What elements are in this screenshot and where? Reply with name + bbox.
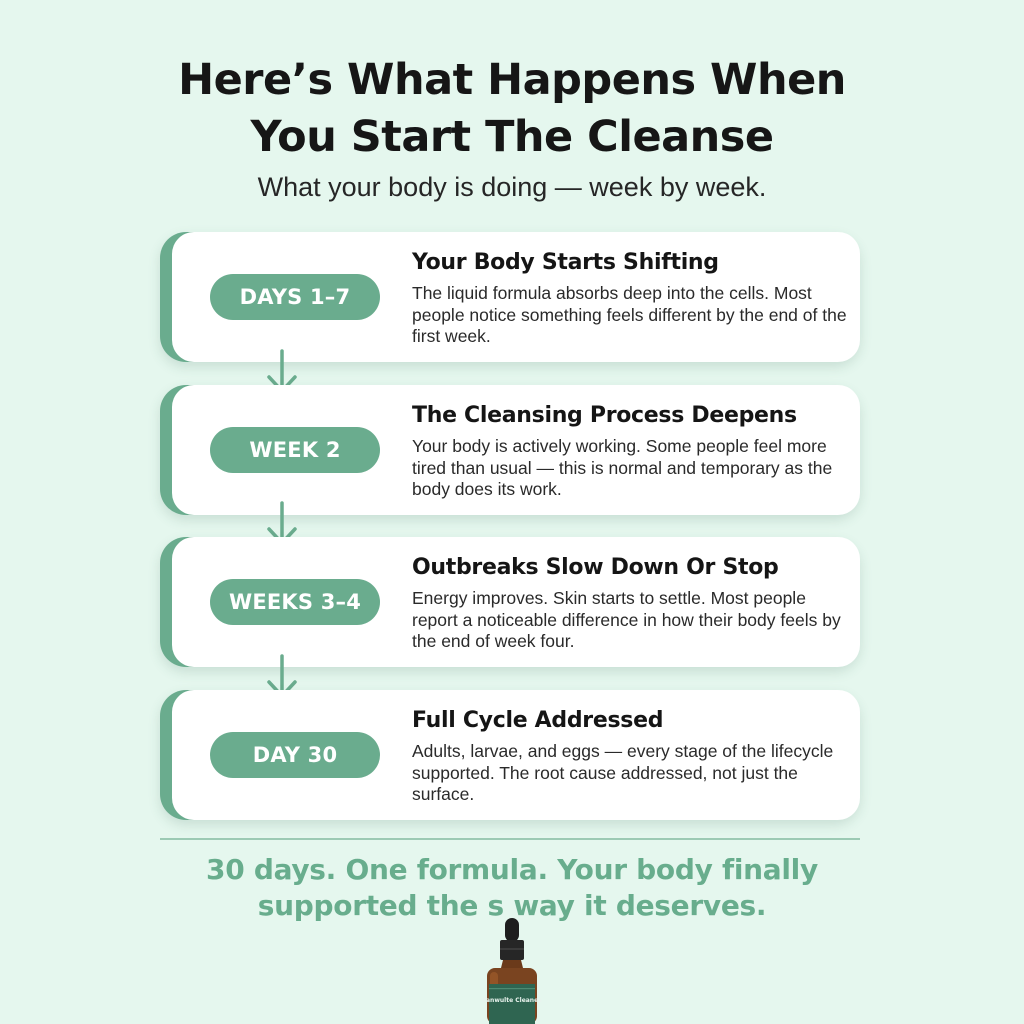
tagline-line-1: 30 days. One formula. Your body finally — [206, 853, 818, 886]
timeline-card: WEEK 2 The Cleansing Process Deepens You… — [172, 385, 860, 515]
timeline-title: Outbreaks Slow Down Or Stop — [412, 555, 779, 580]
timeline-card: WEEKS 3–4 Outbreaks Slow Down Or Stop En… — [172, 537, 860, 667]
dropper-bottle-icon: Fanwulte Cleanes — [482, 918, 542, 1024]
timeline-card: DAY 30 Full Cycle Addressed Adults, larv… — [172, 690, 860, 820]
timeline-step-week-2: WEEK 2 The Cleansing Process Deepens You… — [160, 385, 860, 515]
timeline-step-day-30: DAY 30 Full Cycle Addressed Adults, larv… — [160, 690, 860, 820]
timeline-title: The Cleansing Process Deepens — [412, 403, 797, 428]
timeline-badge: DAY 30 — [210, 732, 380, 778]
timeline-description: Adults, larvae, and eggs — every stage o… — [412, 741, 834, 804]
section-divider — [160, 838, 860, 840]
timeline-step-weeks-3-4: WEEKS 3–4 Outbreaks Slow Down Or Stop En… — [160, 537, 860, 667]
timeline-text: Full Cycle Addressed Adults, larvae, and… — [412, 708, 848, 806]
timeline-description: Your body is actively working. Some peop… — [412, 436, 833, 499]
timeline-badge: WEEK 2 — [210, 427, 380, 473]
timeline-text: Outbreaks Slow Down Or Stop Energy impro… — [412, 555, 848, 653]
product-label: Fanwulte Cleanes — [482, 997, 542, 1004]
timeline-card: DAYS 1–7 Your Body Starts Shifting The l… — [172, 232, 860, 362]
timeline-text: The Cleansing Process Deepens Your body … — [412, 403, 848, 501]
timeline-badge: DAYS 1–7 — [210, 274, 380, 320]
page-title: Here’s What Happens When You Start The C… — [80, 52, 944, 166]
timeline-description: The liquid formula absorbs deep into the… — [412, 283, 847, 346]
timeline-title: Your Body Starts Shifting — [412, 250, 719, 275]
page-title-line-1: Here’s What Happens When — [178, 55, 846, 105]
timeline-text: Your Body Starts Shifting The liquid for… — [412, 250, 848, 348]
tagline-line-2: supported the s way it deserves. — [257, 889, 767, 922]
page-subtitle: What your body is doing — week by week. — [257, 172, 767, 202]
page-title-line-2: You Start The Cleanse — [250, 112, 774, 162]
closing-tagline: 30 days. One formula. Your body finally … — [80, 852, 944, 924]
timeline-description: Energy improves. Skin starts to settle. … — [412, 588, 841, 651]
timeline-badge: WEEKS 3–4 — [210, 579, 380, 625]
timeline-step-days-1-7: DAYS 1–7 Your Body Starts Shifting The l… — [160, 232, 860, 362]
timeline-title: Full Cycle Addressed — [412, 708, 664, 733]
